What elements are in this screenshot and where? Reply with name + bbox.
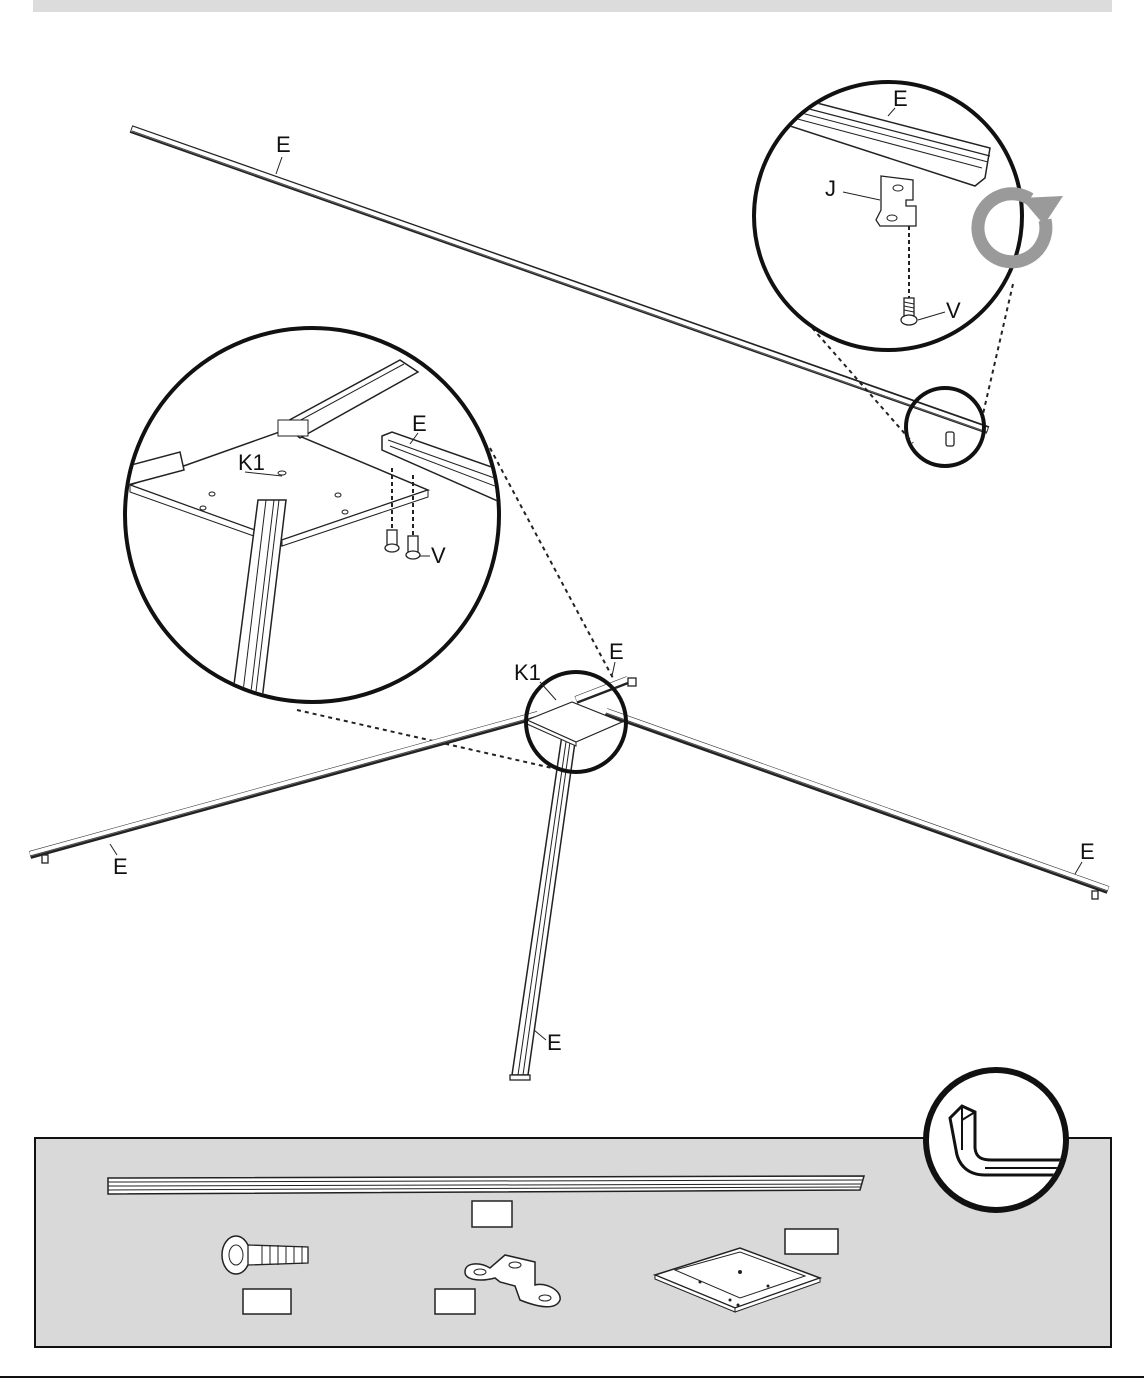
rail-e-right [606, 711, 1108, 899]
part-label-box-j [435, 1289, 475, 1314]
part-label-box-v [243, 1289, 291, 1314]
zoom-circle-left [120, 328, 500, 702]
label-v-zoom-right: V [946, 298, 961, 323]
callout-line-left-a [490, 448, 614, 680]
label-j-zoom: J [825, 176, 836, 201]
label-e-zoom-left: E [412, 411, 427, 436]
hex-key-icon [926, 1070, 1070, 1210]
part-label-box-k1 [785, 1229, 838, 1254]
label-e-bottom: E [547, 1030, 562, 1055]
detail-circle-center [526, 672, 626, 772]
label-k1-center: K1 [514, 660, 541, 685]
label-k1-zoom: K1 [238, 450, 265, 475]
label-e-left: E [113, 854, 128, 879]
label-e-center: E [609, 639, 624, 664]
label-v-zoom-left: V [431, 543, 446, 568]
rail-e-left [30, 714, 538, 863]
label-e-right: E [1080, 839, 1095, 864]
bracket-j-small [946, 432, 954, 446]
label-e-zoom-right: E [893, 86, 908, 111]
label-e-top: E [276, 132, 291, 157]
part-rail-e [108, 1176, 864, 1194]
part-label-box-e [472, 1201, 512, 1227]
footer-rule [0, 1376, 1144, 1378]
post-e-bottom [510, 735, 576, 1080]
